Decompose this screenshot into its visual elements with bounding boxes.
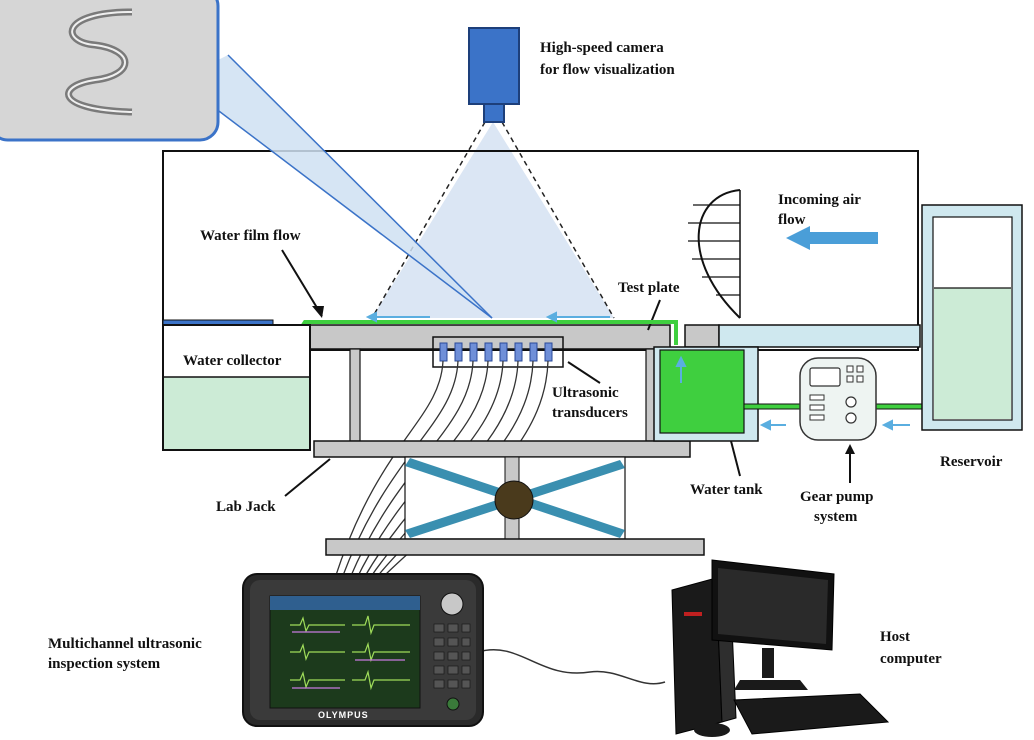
water-tank-pointer [730, 440, 741, 477]
water-collector-label: Water collector [183, 353, 282, 369]
view-cone-left-edge [371, 121, 486, 319]
host-computer-label-line2: computer [880, 651, 942, 667]
zoom-beam [178, 55, 492, 318]
zoom-beam-edge-1 [177, 79, 493, 319]
gear-pump-label-line1: Gear pump [800, 489, 873, 505]
air-flow-label-line1: Incoming air [778, 192, 861, 208]
film-inset-frame [0, 0, 220, 142]
host-computer-icon [671, 559, 890, 737]
camera-icon [468, 27, 520, 123]
water-film-label: Water film flow [200, 228, 301, 244]
lab-jack-label: Lab Jack [216, 499, 276, 515]
lab-jack-top-plate [313, 440, 691, 458]
collector-water [164, 377, 309, 449]
air-flow-arrow [786, 226, 878, 250]
right-duct [718, 324, 921, 348]
ultrasonic-transducers [439, 342, 553, 362]
water-film-pointer [281, 249, 323, 317]
water-tank-inner [659, 349, 745, 434]
gear-pump-pointer-head [845, 444, 855, 454]
water-tank-label: Water tank [690, 482, 763, 498]
reservoir-label: Reservoir [940, 454, 1003, 470]
right-plate-block [684, 324, 720, 348]
ultrasonic-pointer [567, 361, 601, 384]
pipe-tank-pump [743, 403, 803, 410]
test-plate-label: Test plate [618, 280, 680, 296]
pipe-pump-reservoir [873, 403, 925, 410]
test-plate-pointer [647, 299, 661, 331]
film-flow-arrows [365, 311, 610, 323]
lab-jack-pointer [284, 458, 331, 497]
device-brand-label: OLYMPUS [318, 710, 369, 720]
air-flow-label-line2: flow [778, 212, 806, 228]
device-to-computer-cable [477, 649, 666, 685]
camera-label-line1: High-speed camera [540, 40, 664, 56]
lab-jack-base [325, 538, 705, 556]
reservoir-water [934, 288, 1011, 419]
tank-flow-arrows [675, 355, 910, 431]
zoom-beam-edge-2 [227, 54, 493, 319]
water-film-pointer-head [312, 306, 324, 318]
gear-pump-icon [799, 357, 877, 441]
support-left [349, 348, 361, 442]
velocity-profile [688, 189, 741, 319]
lab-jack-knob [494, 480, 534, 520]
inspection-label-line1: Multichannel ultrasonic [48, 636, 202, 652]
ultrasonic-label-line2: transducers [552, 405, 628, 421]
gear-pump-label-line2: system [814, 509, 858, 525]
camera-label-line2: for flow visualization [540, 62, 675, 78]
film-rivulet-highlight [67, 11, 133, 113]
wind-tunnel [162, 150, 919, 351]
ultrasonic-label-line1: Ultrasonic [552, 385, 619, 401]
inspection-label-line2: inspection system [48, 656, 161, 672]
host-computer-label-line1: Host [880, 629, 910, 645]
ultrasonic-device-icon: OLYMPUS [242, 573, 484, 727]
transducer-housing [432, 336, 564, 368]
view-cone-right-edge [501, 121, 615, 319]
